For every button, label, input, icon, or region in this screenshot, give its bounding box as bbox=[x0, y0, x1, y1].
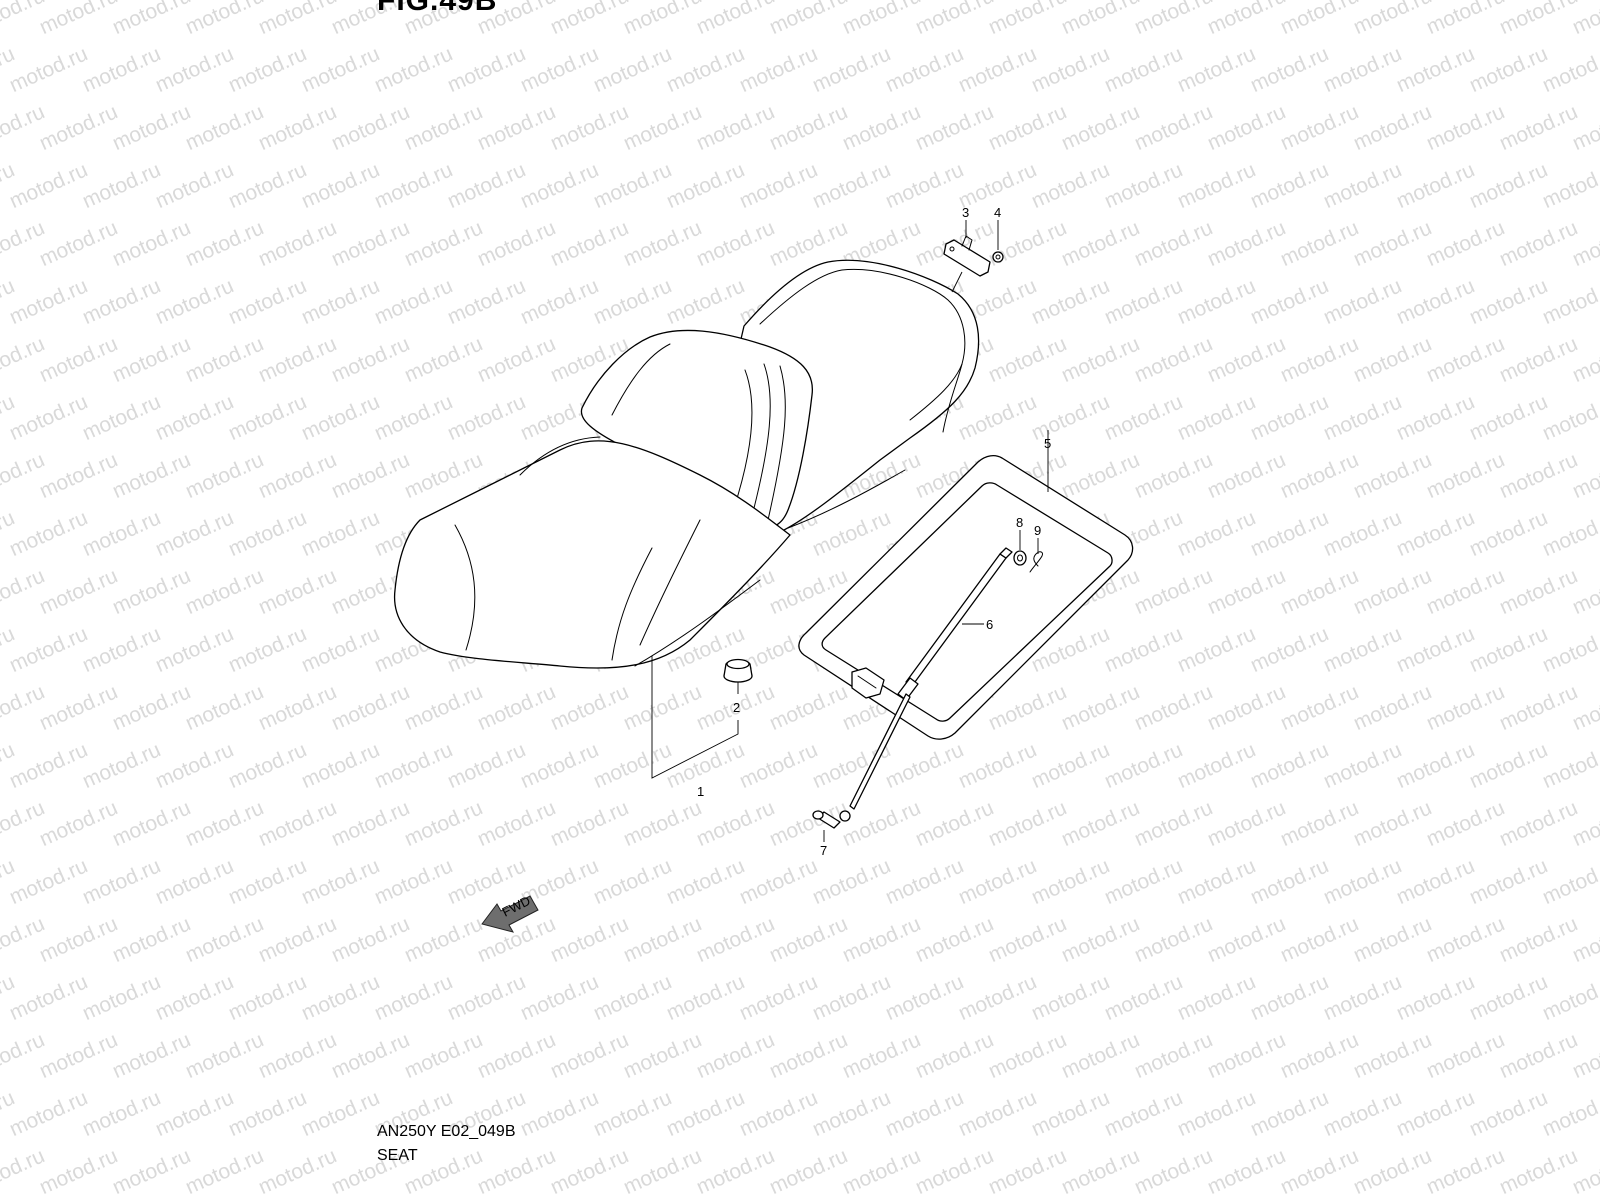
diagram-code: AN250Y E02_049B bbox=[377, 1123, 516, 1140]
callout-3: 3 bbox=[962, 205, 969, 220]
bracket-part[interactable] bbox=[943, 220, 991, 293]
diagram-name: SEAT bbox=[377, 1147, 418, 1164]
damper-part[interactable] bbox=[839, 547, 1013, 822]
seat-part[interactable] bbox=[393, 259, 980, 779]
bolt-part[interactable] bbox=[812, 810, 841, 842]
callout-7: 7 bbox=[820, 843, 827, 858]
callout-6: 6 bbox=[986, 617, 993, 632]
nut-part[interactable] bbox=[992, 220, 1004, 263]
callout-9: 9 bbox=[1034, 523, 1041, 538]
callout-8: 8 bbox=[1016, 515, 1023, 530]
figure-title: FIG.49B bbox=[377, 0, 498, 17]
callout-4: 4 bbox=[994, 205, 1001, 220]
cushion-part[interactable] bbox=[723, 658, 753, 695]
callout-5: 5 bbox=[1044, 436, 1051, 451]
washer-part[interactable] bbox=[1013, 530, 1027, 566]
clip-part[interactable] bbox=[1029, 538, 1043, 573]
forward-direction-indicator: FWD bbox=[481, 893, 539, 933]
callout-2: 2 bbox=[733, 700, 740, 715]
callout-1: 1 bbox=[697, 784, 704, 799]
